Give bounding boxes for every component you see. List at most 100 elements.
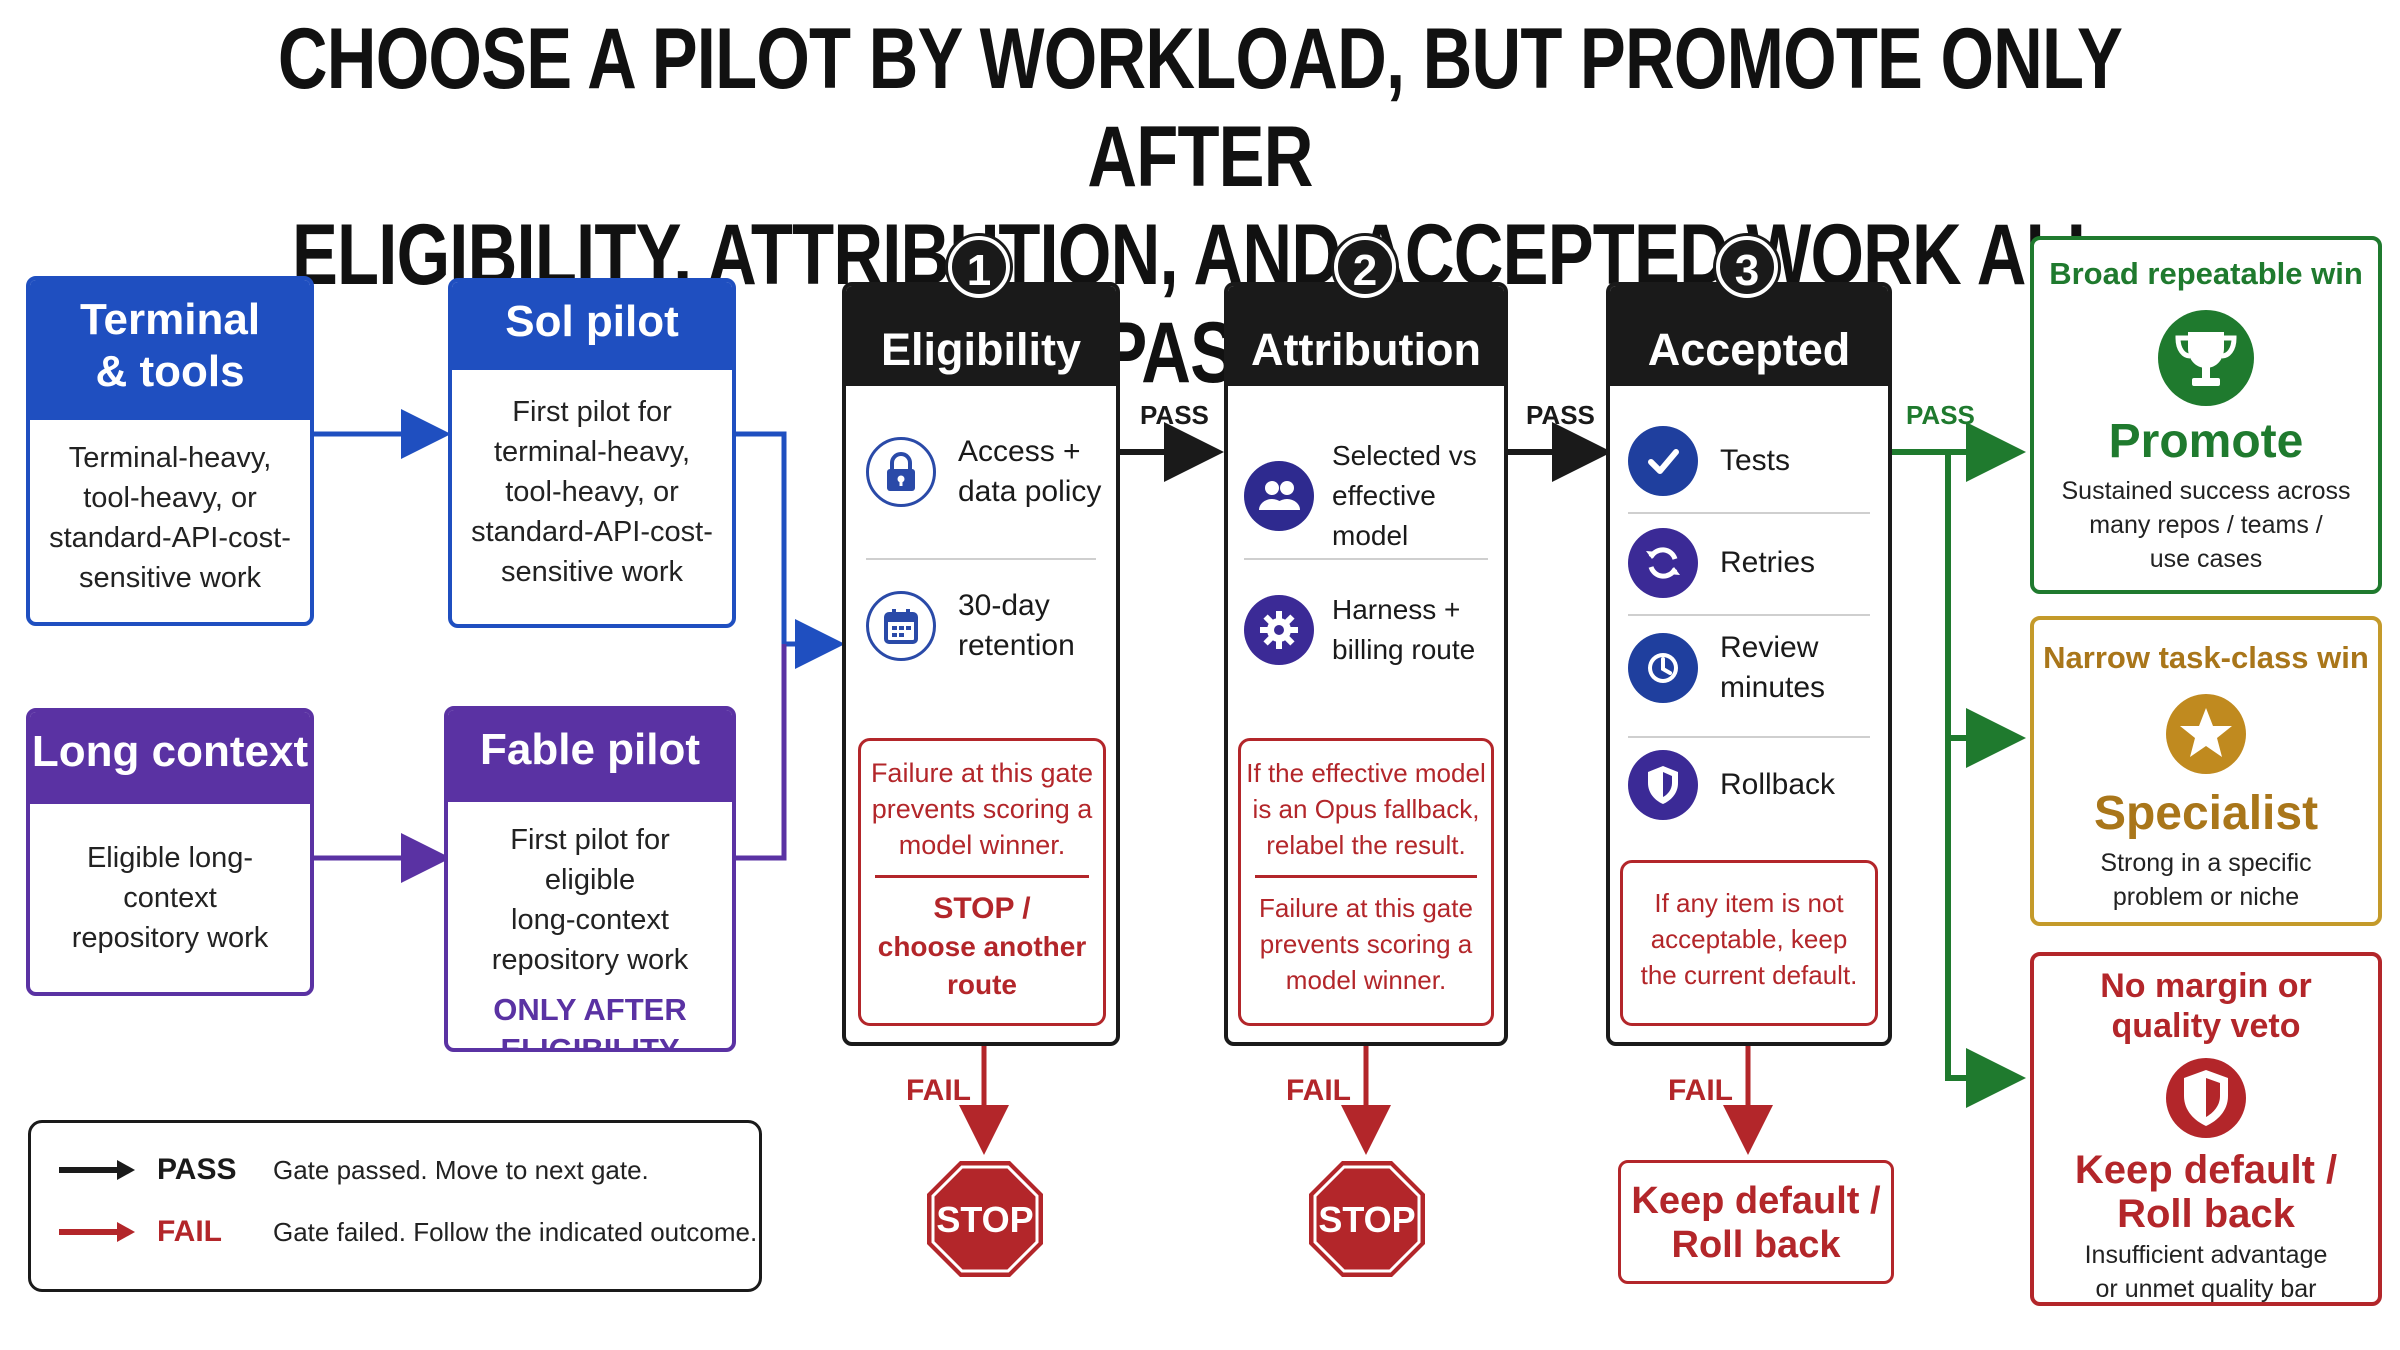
gate-attribution-fail-box: If the effective model is an Opus fallba… [1238, 738, 1494, 1026]
red-arrow-icon [59, 1222, 135, 1242]
gate-eligibility-title: Eligibility [846, 286, 1116, 386]
fable-pilot-line: First pilot for eligible [510, 824, 670, 896]
outcome-title-line: No margin or [2100, 967, 2312, 1005]
gate-eligibility-item-access: Access + data policy [866, 432, 1101, 512]
keep-default-line: Keep default / [1631, 1180, 1881, 1222]
workload-terminal-title-1: Terminal [79, 295, 261, 344]
gate-attribution: Attribution Selected vs effective model … [1224, 282, 1508, 1046]
gate-number-2: 2 [1334, 236, 1396, 298]
pass-label-3: PASS [1906, 400, 1975, 430]
keep-default-line: Roll back [1671, 1224, 1841, 1266]
fail-box-text: the current default. [1640, 960, 1858, 990]
workload-terminal-header: Terminal & tools [30, 280, 310, 420]
stop-sign-icon: STOP [1309, 1161, 1425, 1277]
fail-box-action: choose another [877, 931, 1087, 962]
workload-longcontext-body: Eligible long-context repository work [30, 804, 310, 958]
fail-box-text: model winner. [898, 830, 1066, 860]
gate-item-label: 30-day retention [958, 586, 1075, 666]
arrow-fable-to-eligibility [736, 644, 787, 861]
calendar-icon [866, 591, 936, 661]
gate-accepted-work-title: Accepted work [1610, 286, 1888, 475]
fable-pilot-line: long-context [511, 904, 669, 936]
sol-pilot-line: First pilot for [512, 396, 672, 428]
gate-item-label-line: 30-day [958, 589, 1050, 622]
gate-attribution-item-harness: Harness + billing route [1244, 590, 1475, 670]
fail-box-text: If any item is not [1654, 888, 1844, 918]
shield-icon [1628, 750, 1698, 820]
gate-item-label-line: billing route [1332, 634, 1476, 665]
black-arrow-icon [59, 1160, 135, 1180]
fable-note-line: ONLY AFTER [493, 992, 687, 1027]
fail-label-1: FAIL [906, 1074, 971, 1107]
keep-default-rollback-box: Keep default / Roll back [1618, 1160, 1894, 1284]
arrow-to-specialist [1945, 452, 2026, 768]
legend-pass-word: PASS [157, 1153, 237, 1186]
fail-box-text: is an Opus fallback, [1252, 794, 1480, 824]
workload-terminal-line: tool-heavy, or [83, 482, 257, 514]
gear-icon [1244, 595, 1314, 665]
gate-number-3: 3 [1716, 236, 1778, 298]
check-icon [1628, 426, 1698, 496]
clock-icon [1628, 633, 1698, 703]
fail-box-action: route [947, 969, 1017, 1000]
outcome-big-line: Roll back [2117, 1192, 2295, 1236]
workload-terminal-line: Terminal-heavy, [68, 442, 272, 474]
outcome-promote-big: Promote [2108, 415, 2304, 468]
fail-label-3: FAIL [1668, 1074, 1733, 1107]
sol-pilot-line: sensitive work [500, 556, 684, 588]
legend: PASS Gate passed. Move to next gate. FAI… [28, 1120, 762, 1292]
gate-item-label: Rollback [1720, 768, 1836, 801]
gate-eligibility-item-retention: 30-day retention [866, 586, 1075, 666]
pass-label-1: PASS [1140, 400, 1209, 430]
stop-sign-icon: STOP [927, 1161, 1043, 1277]
gate-item-label-line: effective model [1332, 480, 1436, 551]
gate-divider [1628, 614, 1870, 616]
legend-fail-word: FAIL [157, 1215, 222, 1248]
star-icon [2034, 692, 2378, 776]
gate-item-label-line: minutes [1720, 671, 1826, 704]
outcome-sub-line: problem or niche [2112, 883, 2300, 911]
outcome-specialist-title: Narrow task-class win [2043, 640, 2369, 675]
stop-sign-label: STOP [936, 1199, 1033, 1240]
gate-eligibility-fail-box: Failure at this gate prevents scoring a … [858, 738, 1106, 1026]
lock-icon [866, 437, 936, 507]
fail-box-text: prevents scoring a [1259, 929, 1473, 959]
workload-terminal-line: sensitive work [78, 562, 262, 594]
gate-item-label-line: Review [1720, 631, 1819, 664]
fable-pilot-body: First pilot for eligible long-context re… [448, 802, 732, 1048]
gate-item-label: Access + data policy [958, 432, 1101, 512]
fail-box-action: STOP / [933, 892, 1031, 925]
outcome-keep-default-sub: Insufficient advantage or unmet quality … [2034, 1238, 2378, 1306]
title-line-1: CHOOSE A PILOT BY WORKLOAD, BUT PROMOTE … [277, 11, 2123, 205]
legend-fail-desc: Gate failed. Follow the indicated outcom… [273, 1216, 758, 1247]
fable-only-after-note: ONLY AFTER ELIGIBILITY [462, 990, 718, 1048]
outcome-promote-card: Broad repeatable win Promote Sustained s… [2030, 236, 2382, 594]
gate-accepted-item-review: Review minutes [1628, 628, 1825, 708]
outcome-sub-line: Insufficient advantage [2084, 1241, 2328, 1269]
gate-accepted-item-retries: Retries [1628, 528, 1815, 598]
refresh-icon [1628, 528, 1698, 598]
outcome-specialist-sub: Strong in a specific problem or niche [2034, 846, 2378, 914]
legend-row-pass: PASS Gate passed. Move to next gate. [57, 1153, 649, 1187]
arrow-to-keep-default [1945, 738, 2026, 1108]
workload-longcontext-line: Eligible long-context [86, 842, 254, 914]
gate-number-1: 1 [948, 236, 1010, 298]
gate-divider [1244, 558, 1488, 560]
fail-box-divider [875, 875, 1089, 878]
fail-box-text: If the effective model [1246, 758, 1486, 788]
stop-sign-label: STOP [1318, 1199, 1415, 1240]
workload-terminal-body: Terminal-heavy, tool-heavy, or standard-… [30, 420, 310, 598]
workload-longcontext-line: repository work [71, 922, 269, 954]
outcome-keep-default-title: No margin or quality veto [2034, 966, 2378, 1046]
gate-divider [1628, 736, 1870, 738]
sol-pilot-line: standard-API-cost- [471, 516, 713, 548]
sol-pilot-card: Sol pilot First pilot for terminal-heavy… [448, 278, 736, 628]
gate-divider [866, 558, 1096, 560]
sol-pilot-body: First pilot for terminal-heavy, tool-hea… [452, 370, 732, 592]
outcome-sub-line: Strong in a specific [2100, 849, 2312, 877]
gate-eligibility: Eligibility Access + data policy 30-day … [842, 282, 1120, 1046]
outcome-promote-sub: Sustained success across many repos / te… [2034, 474, 2378, 576]
outcome-specialist-card: Narrow task-class win Specialist Strong … [2030, 616, 2382, 926]
gate-attribution-title: Attribution [1228, 286, 1504, 386]
